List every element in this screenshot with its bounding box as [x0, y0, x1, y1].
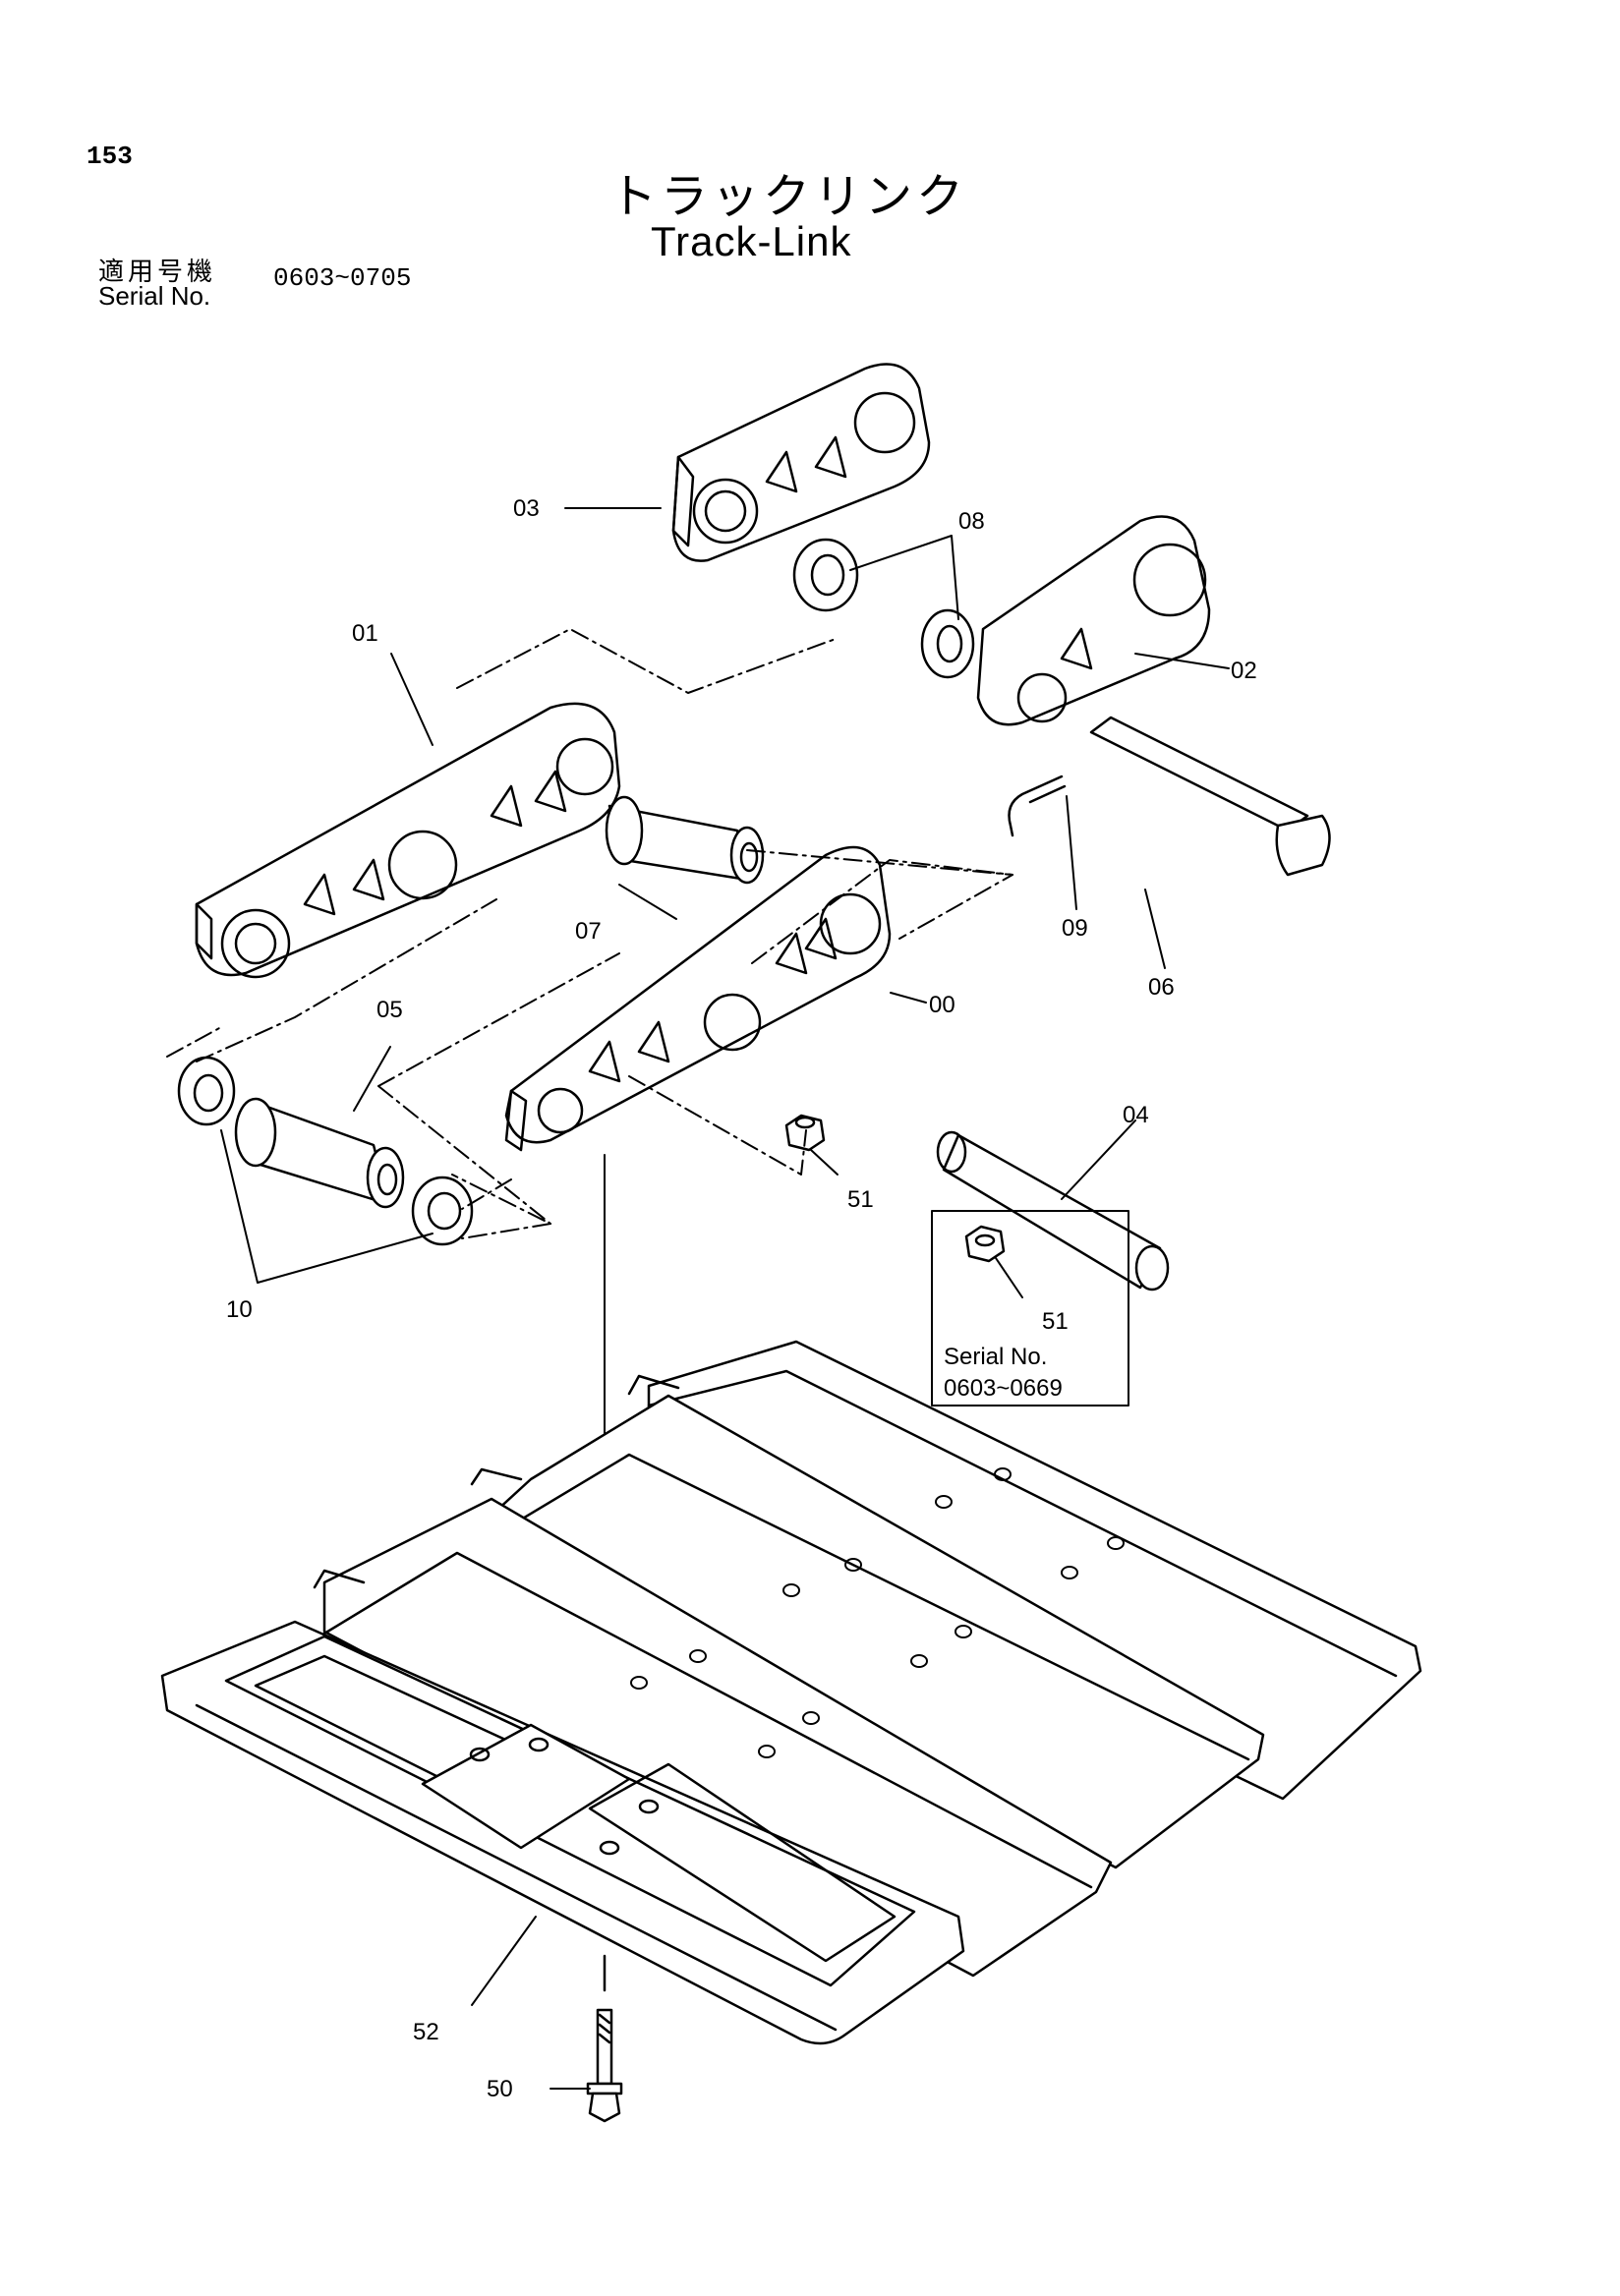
title-english: Track-Link — [651, 218, 852, 264]
bushing-05 — [234, 1097, 405, 1209]
inset-box — [931, 1210, 1129, 1406]
label-50: 50 — [487, 2076, 513, 2102]
track-link-02 — [976, 515, 1211, 726]
cotter-pin-09 — [1008, 775, 1067, 837]
reference-lines — [166, 628, 1013, 1239]
label-07: 07 — [575, 918, 602, 945]
label-03: 03 — [513, 495, 540, 522]
shoe-plate-52 — [160, 1340, 1422, 2045]
seal-10-a — [177, 1056, 236, 1126]
pin-06 — [1089, 716, 1331, 877]
inset-serial-label: Serial No. — [944, 1344, 1047, 1370]
seal-08-a — [792, 538, 859, 612]
label-02: 02 — [1231, 658, 1257, 684]
seal-10-b — [411, 1176, 474, 1246]
label-52: 52 — [413, 2019, 439, 2045]
label-08: 08 — [958, 508, 985, 535]
serial-range: 0603~0705 — [273, 263, 412, 293]
bushing-07 — [605, 795, 765, 885]
track-link-01 — [195, 702, 621, 979]
page-number: 153 — [87, 142, 133, 171]
track-link-03 — [671, 363, 931, 562]
seal-08-b — [920, 608, 975, 679]
label-51-inset: 51 — [1042, 1308, 1069, 1335]
label-06: 06 — [1148, 974, 1175, 1001]
label-51-center: 51 — [847, 1186, 874, 1213]
label-09: 09 — [1062, 915, 1088, 942]
label-10: 10 — [226, 1296, 253, 1323]
serial-label-english: Serial No. — [98, 281, 211, 311]
inset-serial-range: 0603~0669 — [944, 1375, 1063, 1402]
serial-label-japanese: 適用号機 — [98, 258, 217, 287]
leader-lines — [220, 507, 1230, 2090]
track-link-00 — [504, 845, 892, 1152]
label-04: 04 — [1123, 1102, 1149, 1128]
label-05: 05 — [376, 997, 403, 1023]
title-japanese: トラックリンク — [609, 169, 968, 224]
label-01: 01 — [352, 620, 378, 647]
bolt-50 — [586, 1954, 623, 2123]
label-00: 00 — [929, 992, 955, 1018]
